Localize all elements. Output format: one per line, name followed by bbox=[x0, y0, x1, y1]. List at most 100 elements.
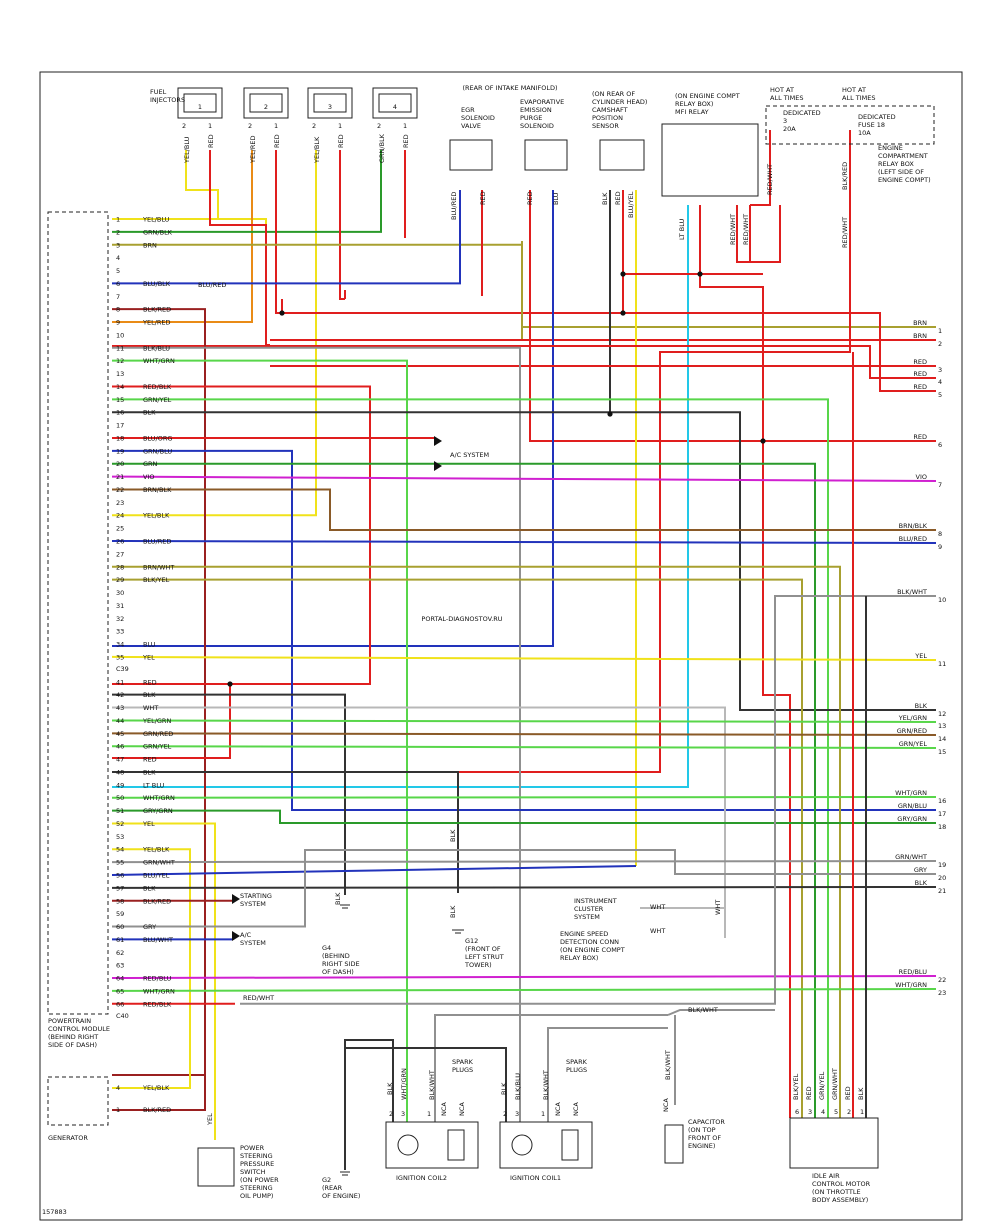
nca-label: NCA bbox=[440, 1102, 448, 1116]
ac2-label-line: A/C bbox=[240, 931, 252, 939]
terminal-wire-label: BLK bbox=[915, 879, 928, 887]
fuse1-label-line: DEDICATED bbox=[783, 109, 821, 117]
yel-vertical-label: YEL bbox=[206, 1113, 214, 1126]
hot-label-line: ALL TIMES bbox=[770, 94, 803, 102]
terminal-wire-label: BLK bbox=[915, 702, 928, 710]
ps-switch-label-line: STEERING bbox=[240, 1152, 273, 1160]
ps-switch bbox=[197, 1147, 235, 1187]
components-layer bbox=[47, 87, 935, 1187]
cluster-label-line: INSTRUMENT bbox=[574, 897, 617, 905]
pcm-pin-number: 62 bbox=[116, 949, 124, 957]
pcm-pin-number: 24 bbox=[116, 512, 124, 520]
ps-switch-label-line: POWER bbox=[240, 1144, 265, 1152]
pcm-pin-number: 16 bbox=[116, 409, 124, 417]
wire-blu-blk bbox=[112, 190, 461, 285]
mfi-label-line: RELAY BOX) bbox=[675, 100, 713, 108]
speed-conn-label-line: RELAY BOX) bbox=[560, 954, 598, 962]
egr-label-line: SOLENOID bbox=[461, 114, 495, 122]
generator-pin-number: 4 bbox=[116, 1084, 120, 1092]
ac2-label-line: SYSTEM bbox=[240, 939, 266, 947]
pcm-pin-number: 44 bbox=[116, 717, 124, 725]
coil-label: IGNITION COIL2 bbox=[396, 1174, 447, 1182]
pin-number: 1 bbox=[274, 122, 278, 130]
pcm-pin-wire-label: BRN/WHT bbox=[143, 563, 174, 571]
fuse1-label-line: 3 bbox=[783, 117, 787, 125]
pcm-pin-wire-label: BLU bbox=[143, 641, 156, 649]
pcm-pin-wire-label: WHT/GRN bbox=[143, 357, 175, 365]
mfi-wire-label: RED/WHT bbox=[742, 214, 750, 245]
terminal-number: 14 bbox=[938, 735, 946, 743]
injector-number: 4 bbox=[393, 103, 397, 111]
pcm-pin-wire-label: GRN bbox=[143, 460, 158, 468]
pcm-pin-wire-label: LT BLU bbox=[143, 781, 165, 789]
pcm-pin-number: 19 bbox=[116, 447, 124, 455]
arrow-icon bbox=[434, 461, 442, 471]
injector-coil bbox=[313, 93, 347, 113]
pcm-pin-wire-label: BLK/BLU bbox=[143, 344, 170, 352]
pcm-pin-number: 55 bbox=[116, 859, 124, 867]
terminal-wire-label: GRY/GRN bbox=[897, 815, 927, 823]
wire-relay-redwht bbox=[736, 205, 781, 263]
pcm-pin-wire-label: RED/BLK bbox=[143, 1000, 172, 1008]
pcm-pin-number: 28 bbox=[116, 563, 124, 571]
coil-label: IGNITION COIL1 bbox=[510, 1174, 561, 1182]
injector-number: 1 bbox=[198, 103, 202, 111]
wire-wht-grn-65 bbox=[111, 988, 937, 992]
pcm-pin-wire-label: YEL/RED bbox=[142, 319, 171, 327]
iac-wire-label: BLK/YEL bbox=[792, 1073, 800, 1100]
terminal-wire-label: GRN/YEL bbox=[899, 740, 928, 748]
iac-label-line: CONTROL MOTOR bbox=[812, 1180, 871, 1188]
wht-label: WHT bbox=[714, 900, 722, 915]
g12-label-line: TOWER) bbox=[464, 961, 492, 969]
wire-blk-blu bbox=[112, 346, 521, 1125]
pcm-pin-number: 52 bbox=[116, 820, 124, 828]
evap-solenoid bbox=[524, 139, 568, 171]
relay-box-label-line: RELAY BOX bbox=[878, 160, 914, 168]
cam-sensor bbox=[599, 139, 645, 171]
coil-wire-label: BLK/BLU bbox=[514, 1073, 522, 1100]
coil-circle-icon bbox=[511, 1134, 533, 1156]
injector-coil bbox=[378, 93, 412, 113]
arrow-icon bbox=[434, 436, 442, 446]
injector-coil bbox=[183, 93, 217, 113]
iac-pin-number: 6 bbox=[795, 1108, 799, 1116]
wire-blk-red-8 bbox=[112, 308, 206, 1076]
blk-wht-label: BLK/WHT bbox=[688, 1006, 718, 1014]
mfi-label-line: (ON ENGINE COMPT bbox=[675, 92, 740, 100]
injector-number: 3 bbox=[328, 103, 332, 111]
wire-blk-wht-join bbox=[667, 1009, 775, 1016]
coil-circle-icon bbox=[397, 1134, 419, 1156]
injector-number: 2 bbox=[264, 103, 268, 111]
terminal-number: 12 bbox=[938, 710, 946, 718]
nca-label: NCA bbox=[662, 1098, 670, 1112]
splice-label: BLU/RED bbox=[198, 281, 226, 289]
terminal-wire-label: VIO bbox=[916, 473, 927, 481]
pcm-pin-number: 12 bbox=[116, 357, 124, 365]
mfi-relay bbox=[661, 123, 759, 197]
pcm-pin-number: 49 bbox=[116, 781, 124, 789]
pin-number: 2 bbox=[248, 122, 252, 130]
relay-box-label-line: COMPARTMENT bbox=[878, 152, 928, 160]
wire-red-5 bbox=[622, 312, 936, 392]
speed-conn-label-line: DETECTION CONN bbox=[560, 938, 619, 946]
pcm-pin-number: 1 bbox=[116, 216, 120, 224]
wire-blk-42 bbox=[112, 693, 346, 895]
wire-grn-red bbox=[111, 732, 937, 736]
spark-label-line: SPARK bbox=[452, 1058, 474, 1066]
wire-grn bbox=[112, 462, 816, 1118]
pin-number: 1 bbox=[208, 122, 212, 130]
pcm-pin-number: 56 bbox=[116, 872, 124, 880]
fuse-wire-label: RED/WHT bbox=[841, 217, 849, 248]
terminal-wire-label: BLK/WHT bbox=[897, 588, 927, 596]
terminal-number: 19 bbox=[938, 861, 946, 869]
wire-yel-blk bbox=[112, 848, 191, 1089]
wire-grn-yel-46 bbox=[111, 745, 937, 749]
wire-red-blk bbox=[112, 385, 371, 685]
g2-label-line: (REAR bbox=[322, 1184, 343, 1192]
pcm-pin-number: 60 bbox=[116, 923, 124, 931]
capacitor-label-line: FRONT OF bbox=[688, 1134, 721, 1142]
terminal-wire-label: YEL bbox=[914, 652, 927, 660]
ps-switch-label-line: SWITCH bbox=[240, 1168, 266, 1176]
pcm-label-line: (BEHIND RIGHT bbox=[48, 1033, 98, 1041]
pcm-pin-number: 10 bbox=[116, 331, 124, 339]
